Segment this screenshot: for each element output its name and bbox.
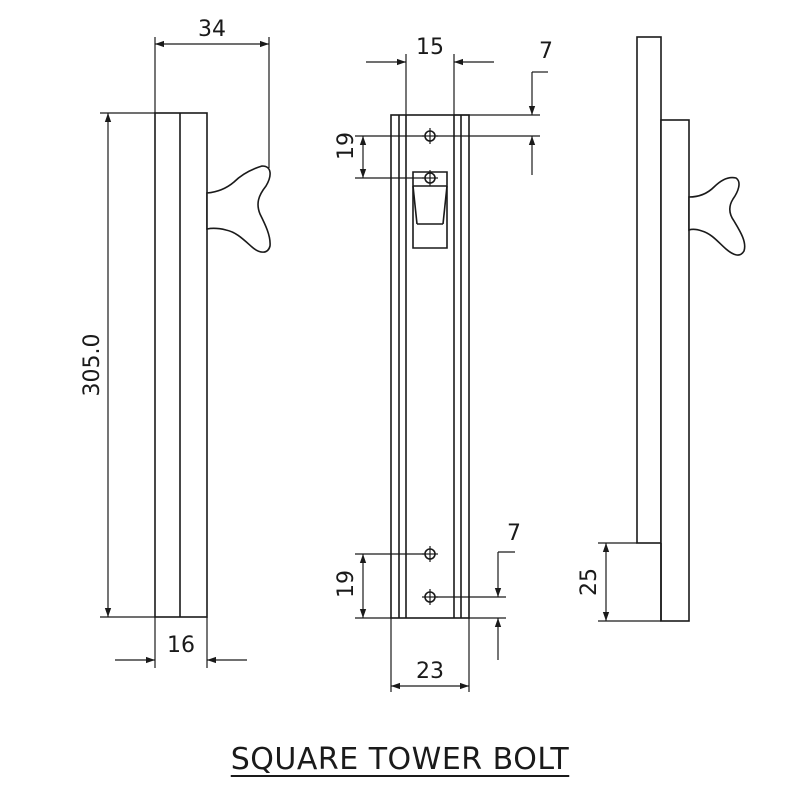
dim-front-holes-top-label: 19 (334, 132, 359, 160)
dim-side-thickness-label: 16 (167, 633, 195, 658)
dim-side-height: 305.0 (80, 112, 155, 618)
dim-side-thickness: 16 (115, 617, 247, 668)
screw-hole (422, 589, 438, 605)
dim-front-holes-bottom: 19 (334, 553, 424, 619)
dim-front-edge-bottom: 7 (436, 521, 521, 660)
drawing-title: SQUARE TOWER BOLT (0, 742, 800, 777)
rear-view (636, 36, 746, 622)
front-view (390, 114, 470, 619)
dim-rear-offset-label: 25 (577, 568, 602, 596)
dim-front-edge-bottom-label: 7 (507, 521, 521, 546)
dim-front-edge-top: 7 (436, 39, 553, 175)
drawing-title-text: SQUARE TOWER BOLT (230, 742, 570, 777)
dim-front-edge-top-label: 7 (539, 39, 553, 64)
screw-hole (422, 128, 438, 144)
dim-front-width-bottom-label: 23 (416, 659, 444, 684)
dim-front-width-top-label: 15 (416, 35, 444, 60)
dim-side-width: 34 (154, 17, 270, 168)
dim-front-width-bottom: 23 (390, 618, 470, 692)
dim-front-width-top: 15 (366, 35, 494, 115)
dim-front-holes-top: 19 (334, 132, 424, 179)
dim-rear-offset: 25 (577, 542, 661, 622)
dim-side-width-label: 34 (198, 17, 226, 42)
rear-view-plate (660, 119, 690, 622)
side-view-knob (206, 165, 271, 253)
side-view (154, 112, 271, 618)
screw-hole (422, 546, 438, 562)
rear-view-bolt-rod (636, 36, 662, 544)
front-view-bolt-block (412, 171, 448, 249)
screw-hole (422, 170, 438, 186)
rear-view-knob (688, 176, 746, 256)
side-view-body (154, 112, 208, 618)
dim-front-holes-bottom-label: 19 (334, 570, 359, 598)
dim-side-height-label: 305.0 (80, 334, 105, 397)
